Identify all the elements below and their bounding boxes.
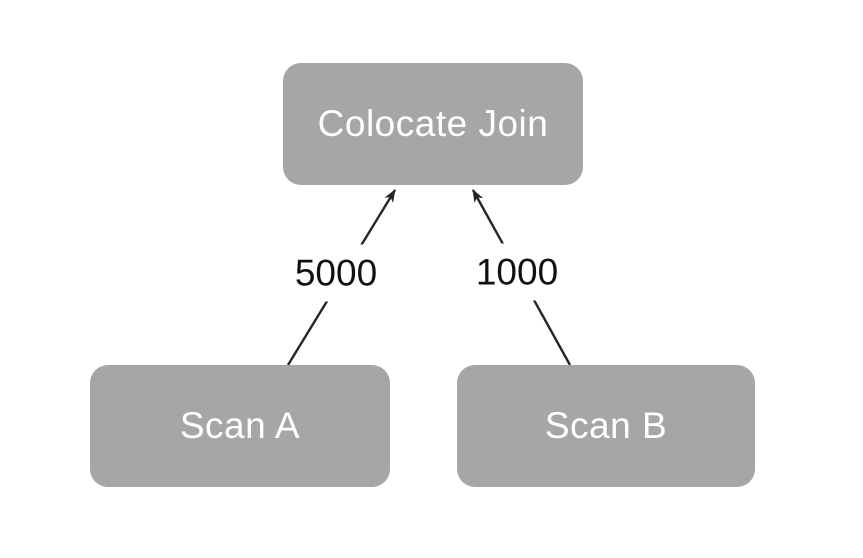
node-scan-b-label: Scan B — [544, 405, 668, 446]
edge-label-5000: 5000 — [282, 244, 390, 302]
edge-label-1000: 1000 — [463, 243, 571, 301]
node-colocate-join: Colocate Join — [283, 63, 583, 185]
node-scan-a: Scan A — [90, 365, 390, 487]
node-scan-b: Scan B — [457, 365, 755, 487]
node-colocate-join-label: Colocate Join — [317, 103, 549, 144]
node-scan-a-label: Scan A — [179, 405, 301, 446]
